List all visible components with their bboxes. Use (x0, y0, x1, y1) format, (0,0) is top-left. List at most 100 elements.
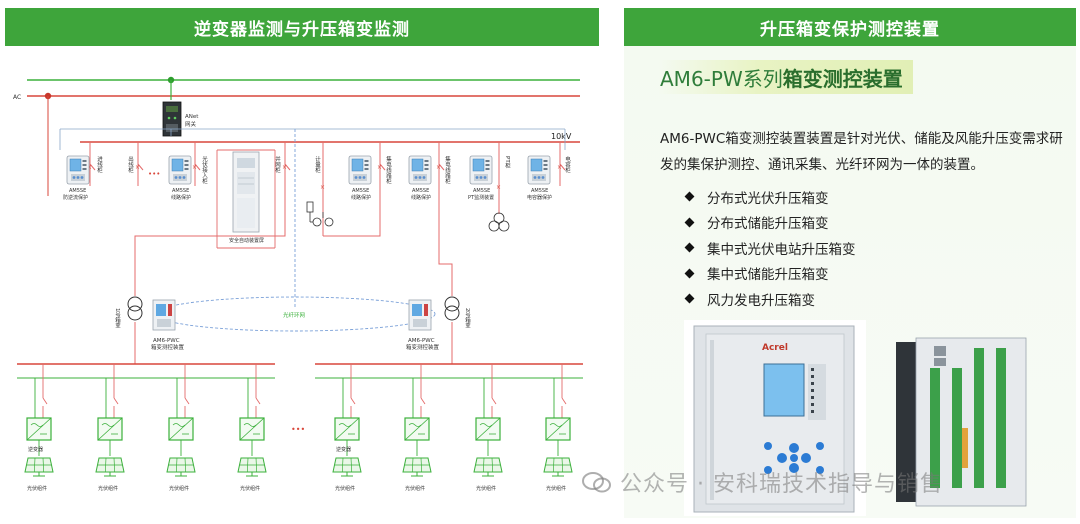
single-line-diagram: AC ANet 网关 10kV (13, 76, 583, 492)
pv-label: 光伏组件 (27, 485, 47, 492)
svg-text:AM5SE: AM5SE (473, 188, 490, 194)
pv-panel-icon (166, 457, 196, 477)
pv-panel-icon (24, 457, 54, 477)
svg-text:×: × (87, 164, 92, 171)
list-item: 分布式光伏升压箱变 (684, 184, 856, 210)
pv-panel-icon (543, 457, 573, 477)
diamond-bullet-icon (684, 242, 695, 253)
product-front-image: Acrel (684, 320, 866, 516)
ac-label: AC (13, 94, 21, 101)
inverter-string: 光伏组件 (166, 364, 196, 492)
product-title-bold: 箱变测控装置 (782, 66, 903, 91)
inverter-string: 光伏组件 (402, 364, 432, 492)
list-item: 分布式储能升压箱变 (684, 210, 856, 236)
pv-label: 光伏组件 (335, 485, 355, 492)
pv-label: 光伏组件 (98, 485, 118, 492)
pv-label: 光伏组件 (405, 485, 425, 492)
pv-label: 光伏组件 (476, 485, 496, 492)
inverter-string: 光伏组件 (473, 364, 503, 492)
bus-voltage-label: 10kV (551, 132, 572, 141)
diamond-bullet-icon (684, 217, 695, 228)
device-brand-label: Acrel (762, 343, 788, 353)
list-item: 集中式光伏电站升压箱变 (684, 235, 856, 261)
product-title-prefix: AM6-PW系列 (660, 66, 783, 91)
am6-pwc-device-2 (408, 299, 432, 331)
svg-text:线路保护: 线路保护 (351, 194, 371, 201)
inverter-icon (168, 417, 194, 441)
svg-text:AM5SE: AM5SE (531, 188, 548, 194)
diamond-bullet-icon (684, 293, 695, 304)
pv-panel-icon (95, 457, 125, 477)
relay-c9 (527, 155, 551, 185)
svg-text:×: × (192, 164, 197, 171)
svg-text:×: × (377, 164, 382, 171)
keypad (764, 442, 824, 474)
svg-text:×: × (436, 164, 441, 171)
ellipsis-2: ••• (291, 425, 305, 434)
safety-device-cabinet (232, 151, 260, 233)
svg-text:1号箱变: 1号箱变 (114, 308, 121, 329)
svg-text:AM5SE: AM5SE (172, 188, 189, 194)
inverter-label: 逆变器 (336, 446, 351, 453)
cabinet-name-c6: 集电线路柜 (385, 155, 392, 185)
svg-text:×: × (557, 164, 562, 171)
inverter-icon (26, 417, 52, 441)
relay-c3 (168, 155, 192, 185)
anet-label: ANet (185, 114, 199, 120)
svg-text:AM6-PWC: AM6-PWC (408, 338, 435, 344)
inverter-string: 光伏组件 (543, 364, 573, 492)
svg-text:线路保护: 线路保护 (171, 194, 191, 201)
inverter-label: 逆变器 (28, 446, 43, 453)
fiber-ring-label: 光纤环网 (283, 311, 306, 319)
diamond-bullet-icon (684, 268, 695, 279)
pv-panel-icon (237, 457, 267, 477)
diamond-bullet-icon (684, 191, 695, 202)
pt-symbols (488, 212, 510, 232)
safety-device-label: 安全自动装置屏 (229, 237, 264, 244)
relay-c7 (408, 155, 432, 185)
svg-text:×: × (320, 184, 325, 191)
application-list: 分布式光伏升压箱变 分布式储能升压箱变 集中式光伏电站升压箱变 集中式储能升压箱… (684, 184, 856, 312)
product-description: AM6-PWC箱变测控装置装置是针对光伏、储能及风能升压变需求研发的集保护测控、… (660, 131, 1063, 173)
product-side-image (896, 337, 1027, 507)
cabinet-name-c9: 电容柜 (564, 155, 571, 174)
cabinet-name-c2: 出线柜 (127, 155, 134, 174)
pv-label: 光伏组件 (169, 485, 189, 492)
list-item: 集中式储能升压箱变 (684, 261, 856, 287)
transformer-2 (444, 296, 460, 321)
inverter-strings: 逆变器光伏组件光伏组件光伏组件光伏组件逆变器光伏组件光伏组件光伏组件光伏组件 (24, 364, 573, 492)
watermark: 公众号 · 安科瑞技术指导与销售 (582, 466, 943, 498)
svg-text:×: × (282, 164, 287, 171)
single-line-diagram-panel: AC ANet 网关 10kV (5, 46, 599, 518)
cabinet-name-c1: 进线柜 (96, 155, 103, 174)
ellipsis-1: ••• (148, 170, 160, 178)
metering-symbols (306, 201, 334, 227)
cabinet-feeders (89, 142, 566, 296)
inverter-icon (334, 417, 360, 441)
svg-text:AM5SE: AM5SE (412, 188, 429, 194)
svg-text:PT监测装置: PT监测装置 (468, 194, 494, 201)
svg-text:×: × (496, 184, 501, 191)
pv-panel-icon (332, 457, 362, 477)
inverter-icon (97, 417, 123, 441)
inverter-string: 光伏组件 (237, 364, 267, 492)
inverter-icon (239, 417, 265, 441)
svg-text:箱变测控装置: 箱变测控装置 (406, 343, 440, 351)
svg-text:AM6-PWC: AM6-PWC (153, 338, 180, 344)
left-panel-header: 逆变器监测与升压箱变监测 (5, 8, 599, 46)
cabinet-name-c8: PT柜 (504, 156, 511, 170)
pv-label: 光伏组件 (546, 485, 566, 492)
svg-text:电容器保护: 电容器保护 (527, 194, 552, 201)
svg-text:箱变测控装置: 箱变测控装置 (151, 343, 185, 351)
product-title: AM6-PW系列箱变测控装置 (658, 60, 913, 94)
inverter-icon (404, 417, 430, 441)
svg-text:AM5SE: AM5SE (69, 188, 86, 194)
cabinet-name-c5: 计量柜 (314, 155, 321, 174)
svg-text:防逆流保护: 防逆流保护 (63, 194, 88, 201)
svg-text:AM5SE: AM5SE (352, 188, 369, 194)
pv-panel-icon (473, 457, 503, 477)
relay-c6 (348, 155, 372, 185)
list-item: 风力发电升压箱变 (684, 286, 856, 312)
